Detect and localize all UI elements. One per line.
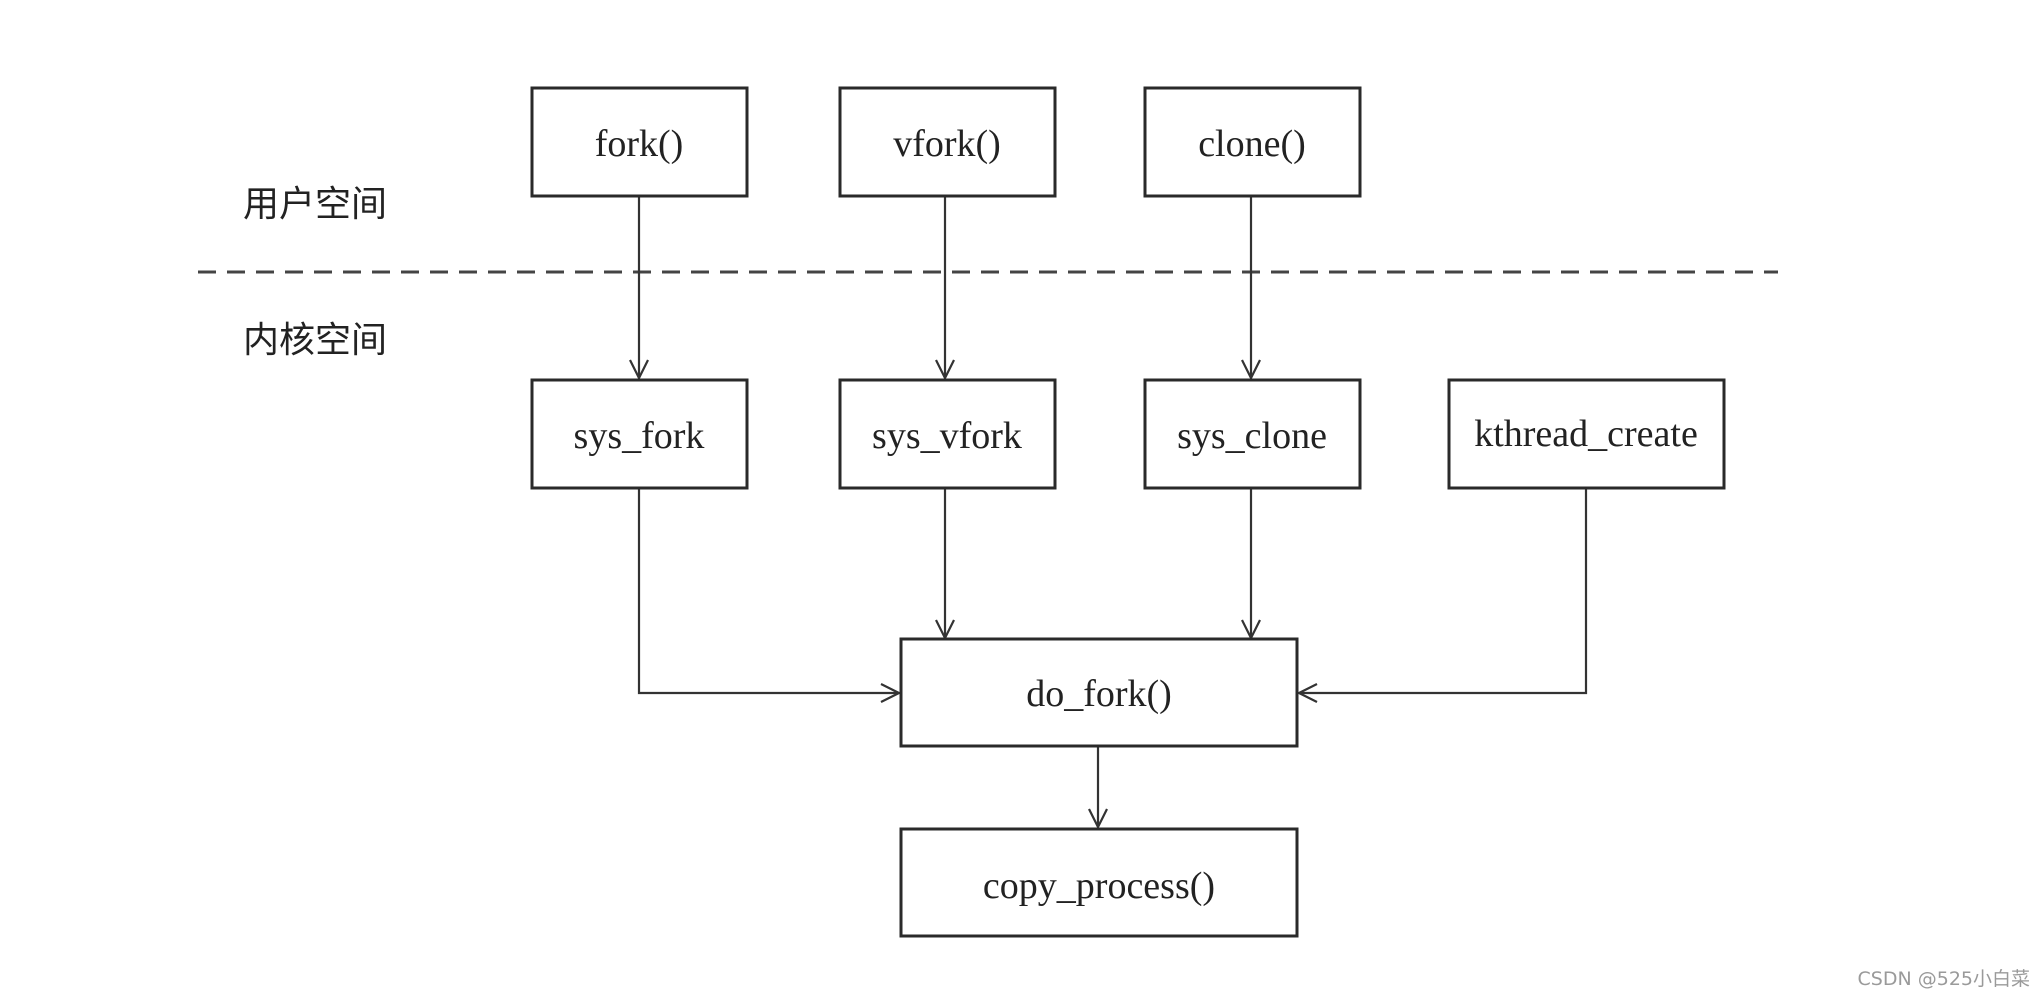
node-fork-label: fork() [595, 123, 684, 165]
node-kthread-create: kthread_create [1447, 378, 1726, 490]
arrowhead [1088, 808, 1108, 830]
node-clone: clone() [1143, 86, 1362, 198]
node-sys-fork-label: sys_fork [574, 415, 705, 457]
node-sys-fork: sys_fork [530, 378, 749, 490]
node-fork: fork() [530, 86, 749, 198]
node-sys-clone: sys_clone [1143, 378, 1362, 490]
node-copy-process-label: copy_process() [983, 865, 1215, 907]
arrowhead [1241, 359, 1261, 381]
node-do-fork-label: do_fork() [1026, 673, 1172, 715]
watermark-caption: CSDN @525小白菜 [1858, 968, 2030, 990]
edge-sys-fork-to-do-fork [637, 488, 899, 695]
node-copy-process: copy_process() [899, 827, 1299, 938]
node-vfork-label: vfork() [893, 123, 1001, 165]
arrowhead [629, 359, 649, 381]
user-space-label: 用户空间 [243, 184, 387, 225]
arrowhead [1296, 683, 1318, 703]
node-sys-clone-label: sys_clone [1177, 415, 1327, 457]
arrowhead [935, 359, 955, 381]
node-kthread-create-label: kthread_create [1474, 413, 1698, 455]
node-clone-label: clone() [1198, 123, 1306, 165]
edge-kthread-create-to-do-fork [1299, 488, 1588, 695]
node-do-fork: do_fork() [899, 637, 1299, 748]
kernel-space-label: 内核空间 [243, 320, 387, 361]
arrowhead [880, 683, 902, 703]
node-sys-vfork-label: sys_vfork [872, 415, 1022, 457]
node-vfork: vfork() [838, 86, 1057, 198]
node-sys-vfork: sys_vfork [838, 378, 1057, 490]
